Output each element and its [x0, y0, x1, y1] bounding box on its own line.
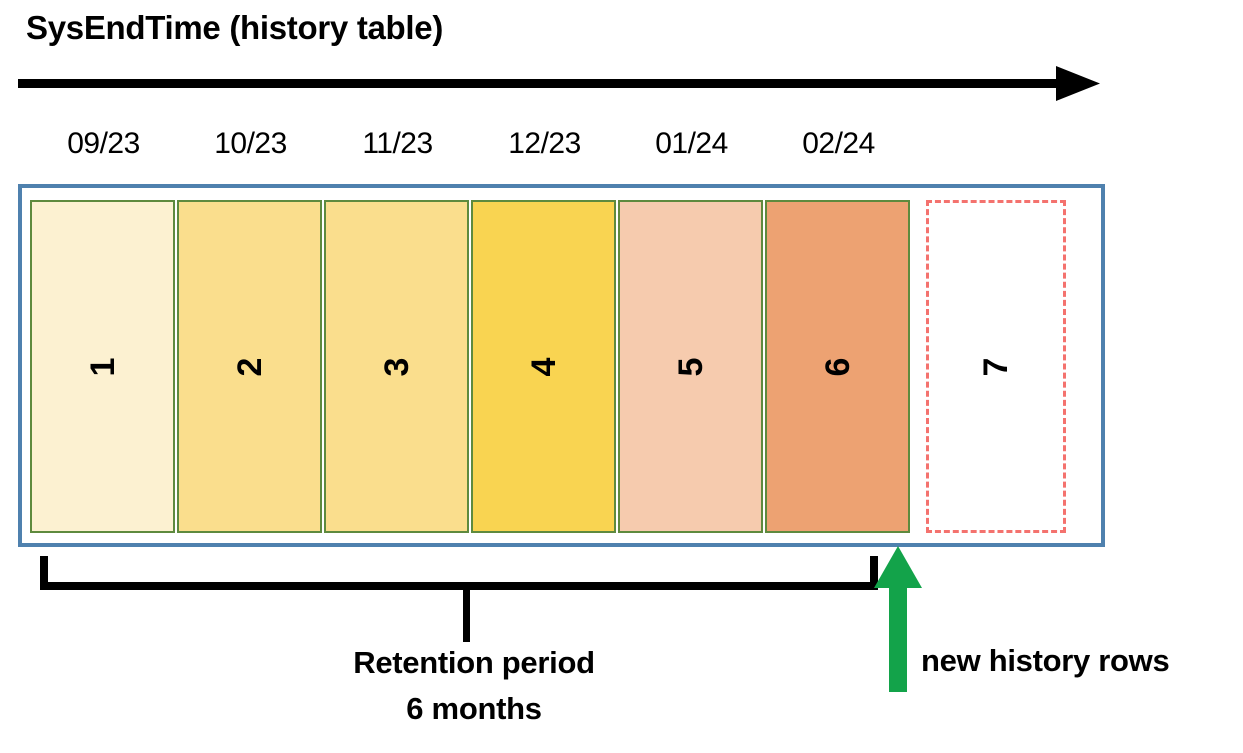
partition-number-4: 4 — [524, 357, 563, 376]
partition-number-3: 3 — [377, 357, 416, 376]
span-bracket-icon — [40, 556, 878, 642]
retention-label-line2: 6 months — [406, 691, 542, 726]
partition-number-5: 5 — [671, 357, 710, 376]
partition-number-7: 7 — [977, 357, 1015, 376]
month-label-2: 11/23 — [362, 127, 433, 160]
partition-number-6: 6 — [818, 357, 857, 376]
partition-box-7-pending[interactable]: 7 — [926, 200, 1066, 533]
partition-number-1: 1 — [83, 357, 122, 376]
timeline-axis — [18, 62, 1100, 106]
partition-box-2[interactable]: 2 — [177, 200, 322, 533]
right-arrow-icon — [18, 66, 1100, 101]
page-title: SysEndTime (history table) — [26, 9, 444, 46]
month-label-5: 02/24 — [802, 127, 875, 160]
partition-box-3[interactable]: 3 — [324, 200, 469, 533]
month-label-0: 09/23 — [67, 127, 140, 160]
partition-row: 1 2 3 4 5 6 7 — [30, 200, 1068, 533]
new-history-rows-label: new history rows — [921, 643, 1170, 678]
retention-caption: Retention period 6 months — [274, 640, 674, 732]
month-label-4: 01/24 — [655, 127, 728, 160]
retention-bracket — [36, 552, 886, 662]
month-label-1: 10/23 — [214, 127, 287, 160]
partition-box-5[interactable]: 5 — [618, 200, 763, 533]
partition-box-6[interactable]: 6 — [765, 200, 910, 533]
retention-label-line1: Retention period — [353, 645, 595, 680]
partition-box-4[interactable]: 4 — [471, 200, 616, 533]
up-arrow-icon — [874, 546, 922, 692]
partition-box-1[interactable]: 1 — [30, 200, 175, 533]
month-label-3: 12/23 — [508, 127, 581, 160]
partition-number-2: 2 — [230, 357, 269, 376]
month-label-row: 09/23 10/23 11/23 12/23 01/24 02/24 — [30, 124, 912, 168]
new-rows-arrow — [874, 546, 922, 692]
